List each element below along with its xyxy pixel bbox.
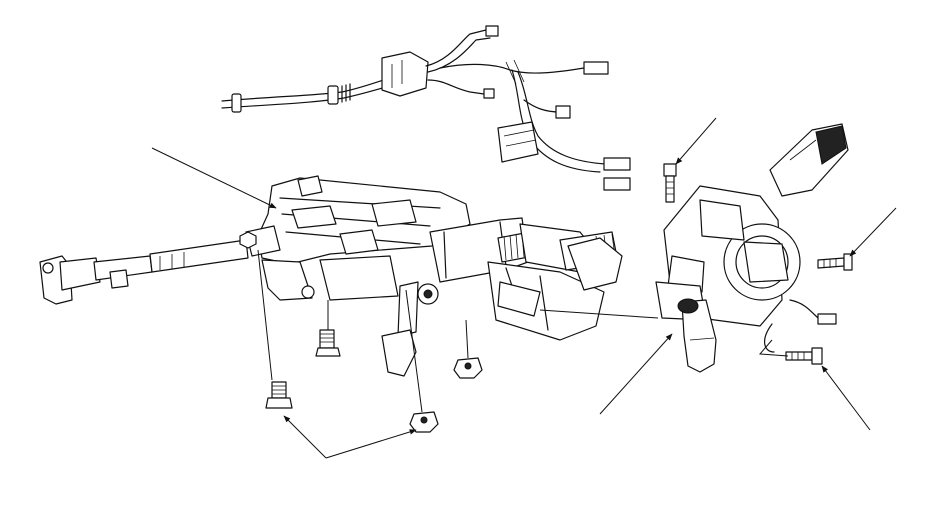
harness-connector xyxy=(555,105,571,119)
harness-connector xyxy=(497,121,539,163)
column-bracket xyxy=(381,329,417,377)
harness-clip xyxy=(231,93,242,113)
leader-steering-column xyxy=(151,147,277,209)
steering-lock-body xyxy=(487,261,605,341)
bolt xyxy=(265,381,293,409)
harness-connector xyxy=(381,51,429,97)
leader-nut-guide xyxy=(465,319,469,359)
leader-right-screw xyxy=(849,207,897,257)
switch-mounting-screws xyxy=(663,163,853,365)
leader-bolts xyxy=(283,415,327,459)
ignition-switch xyxy=(567,237,623,291)
screw xyxy=(785,347,823,365)
wire-harness xyxy=(221,25,631,191)
leader-upper-screw xyxy=(675,117,717,165)
leader-nut-guide xyxy=(405,289,423,413)
light-lever xyxy=(681,299,717,373)
harness-connector xyxy=(485,25,499,37)
leader-bolt-guide xyxy=(257,249,273,381)
bolt xyxy=(315,329,341,357)
leader-lower-screw xyxy=(821,365,871,431)
leader-lines xyxy=(151,117,897,459)
screw xyxy=(663,163,677,203)
leader-combination-switch xyxy=(599,333,673,415)
nut xyxy=(453,357,483,379)
harness-clip xyxy=(327,85,339,105)
leader-switch-guide xyxy=(539,309,659,319)
steering-column xyxy=(239,175,623,377)
harness-connector xyxy=(603,177,631,191)
column-mounting-nuts xyxy=(409,357,483,433)
switch-connector xyxy=(817,313,837,325)
combination-switch xyxy=(655,123,849,373)
nut xyxy=(409,411,439,433)
harness-connector xyxy=(603,157,631,171)
screw xyxy=(817,253,853,271)
leader-nuts xyxy=(325,429,417,459)
intermediate-shaft xyxy=(39,239,249,305)
leader-screw-guide xyxy=(758,339,789,357)
harness-connector xyxy=(483,88,495,99)
harness-connector xyxy=(583,61,609,75)
column-mounting-bolts xyxy=(265,329,341,409)
